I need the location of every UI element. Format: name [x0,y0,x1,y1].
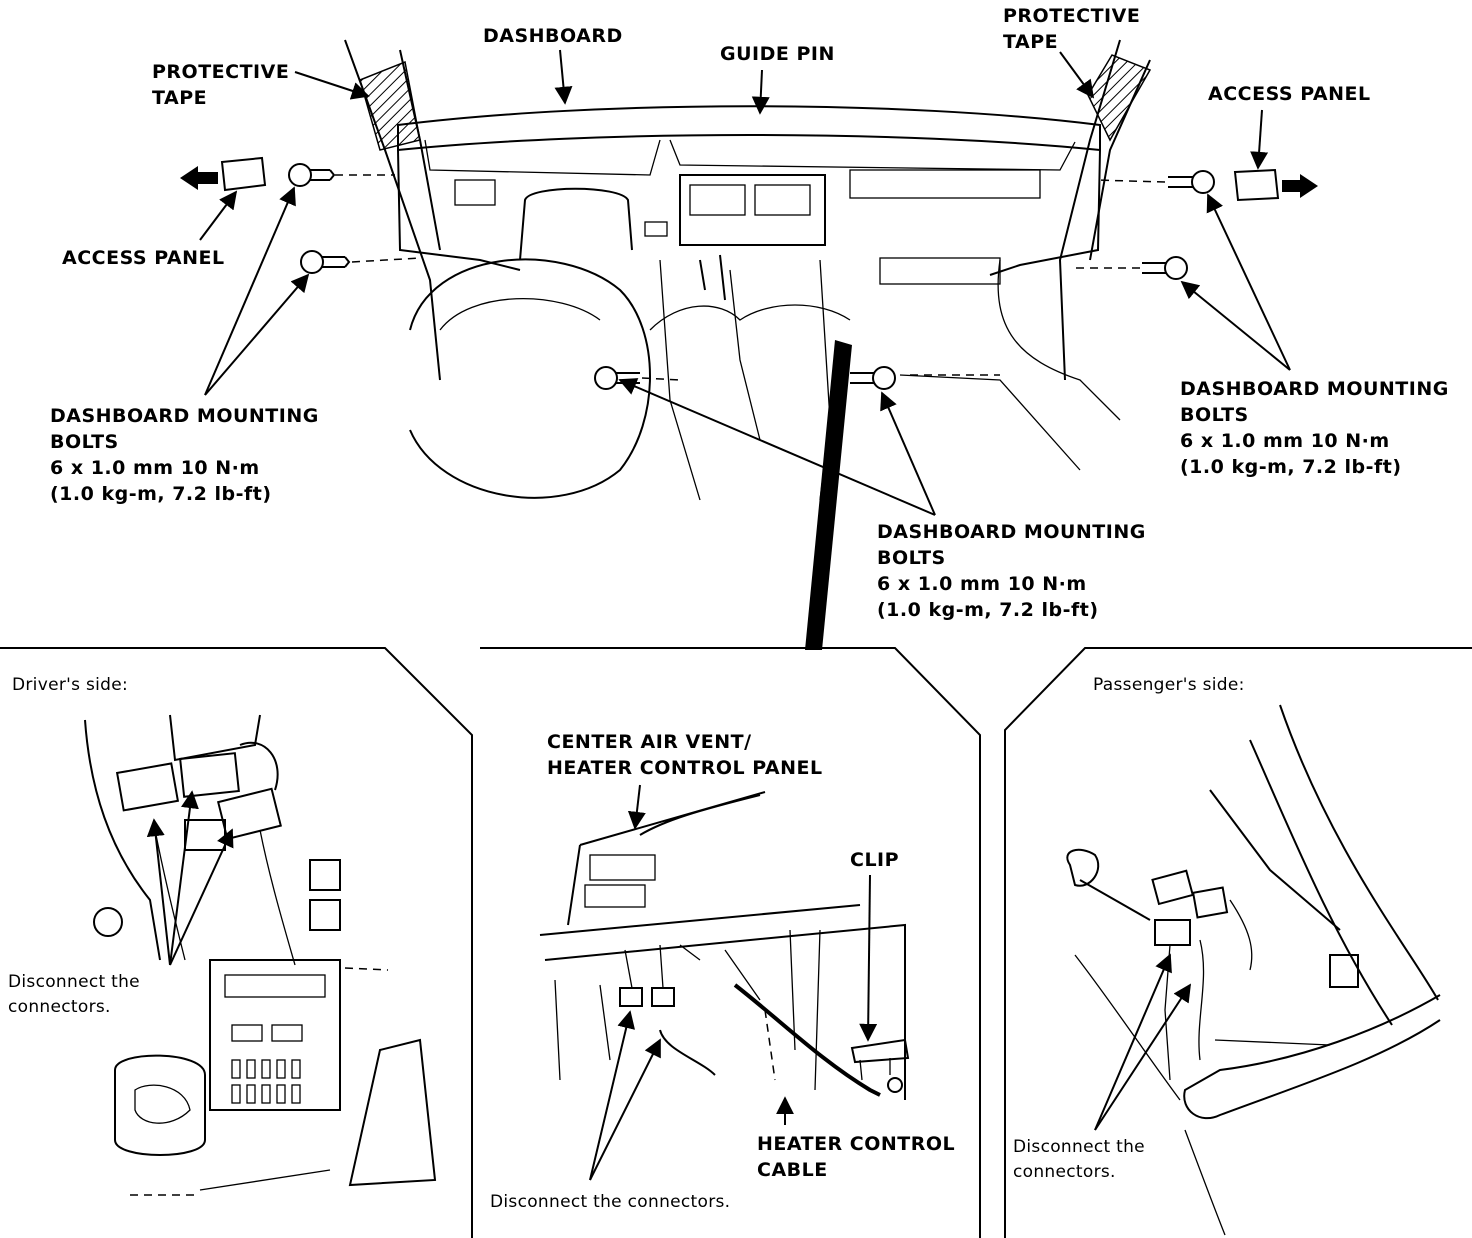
center-vent-label-line1: CENTER AIR VENT/ [547,731,752,753]
passenger-connector-3 [1154,919,1191,946]
center-heater-cable [733,983,881,1097]
driver-side-title: Driver's side: [12,675,128,695]
dashboard-label: DASHBOARD [483,25,623,47]
bolts-right-label: DASHBOARD MOUNTING BOLTS 6 x 1.0 mm 10 N… [1180,378,1449,478]
protective-tape-right-line2: TAPE [1003,31,1058,53]
svg-text:6 x 1.0 mm 10 N·m: 6 x 1.0 mm 10 N·m [1180,430,1390,452]
center-note: Disconnect the connectors. [490,1192,730,1212]
passenger-side-title: Passenger's side: [1093,675,1245,695]
bolt-center-right [850,366,896,390]
main-illustration [180,39,1318,650]
right-pillar-tape [1087,54,1152,142]
heater-cable-line [805,340,852,650]
driver-connector-3 [216,787,282,841]
access-panel-right-label: ACCESS PANEL [1208,83,1371,105]
protective-tape-left-line1: PROTECTIVE [152,61,289,83]
bolts-left-label: DASHBOARD MOUNTING BOLTS 6 x 1.0 mm 10 N… [50,405,319,505]
steering-wheel [409,258,651,499]
guide-pin-label: GUIDE PIN [720,43,835,65]
dashboard-outline [397,105,1101,152]
svg-text:DASHBOARD MOUNTING: DASHBOARD MOUNTING [877,521,1146,543]
center-clip [850,1038,910,1064]
svg-text:DASHBOARD MOUNTING: DASHBOARD MOUNTING [50,405,319,427]
svg-text:BOLTS: BOLTS [1180,404,1249,426]
bolt-right-lower [1142,256,1188,280]
driver-note-line2: connectors. [8,997,111,1017]
driver-fuse-box [209,959,341,1111]
right-access-panel [1233,168,1280,202]
bolt-right-upper [1168,170,1215,194]
svg-text:BOLTS: BOLTS [877,547,946,569]
svg-text:DASHBOARD MOUNTING: DASHBOARD MOUNTING [1180,378,1449,400]
svg-text:(1.0 kg-m, 7.2 lb-ft): (1.0 kg-m, 7.2 lb-ft) [877,599,1099,621]
left-arrow-out [180,166,218,190]
driver-connector-1 [115,762,180,812]
protective-tape-left-line2: TAPE [152,87,207,109]
driver-connector-2 [179,752,240,798]
center-clip-label: CLIP [850,849,899,871]
protective-tape-right-line1: PROTECTIVE [1003,5,1140,27]
center-connector-2 [651,987,675,1007]
center-cable-label-line2: CABLE [757,1159,828,1181]
detail-frames [0,647,1472,1238]
driver-note-line1: Disconnect the [8,972,140,992]
svg-text:(1.0 kg-m, 7.2 lb-ft): (1.0 kg-m, 7.2 lb-ft) [1180,456,1402,478]
center-vent-label-line2: HEATER CONTROL PANEL [547,757,823,779]
left-access-panel [220,156,267,192]
center-connector-1 [619,987,643,1007]
passenger-connector-2 [1191,886,1229,919]
bolts-center-label: DASHBOARD MOUNTING BOLTS 6 x 1.0 mm 10 N… [877,521,1146,621]
svg-text:6 x 1.0 mm 10 N·m: 6 x 1.0 mm 10 N·m [877,573,1087,595]
access-panel-left-label: ACCESS PANEL [62,247,225,269]
center-panel: CENTER AIR VENT/ HEATER CONTROL PANEL CL… [490,731,955,1212]
svg-text:BOLTS: BOLTS [50,431,119,453]
bolt-left-upper [288,163,336,187]
right-arrow-out [1282,174,1318,198]
svg-text:(1.0 kg-m, 7.2 lb-ft): (1.0 kg-m, 7.2 lb-ft) [50,483,272,505]
center-cable-label-line1: HEATER CONTROL [757,1133,955,1155]
center-vent-panel [567,791,766,926]
passenger-note-line1: Disconnect the [1013,1137,1145,1157]
passenger-note-line2: connectors. [1013,1162,1116,1182]
svg-text:6 x 1.0 mm 10 N·m: 6 x 1.0 mm 10 N·m [50,457,260,479]
passenger-connector-1 [1151,869,1194,906]
bolt-left-lower [300,250,351,274]
passenger-side-panel: Passenger's side: Disconnect the connect… [1013,675,1441,1236]
driver-side-panel: Driver's side: [8,675,437,1196]
